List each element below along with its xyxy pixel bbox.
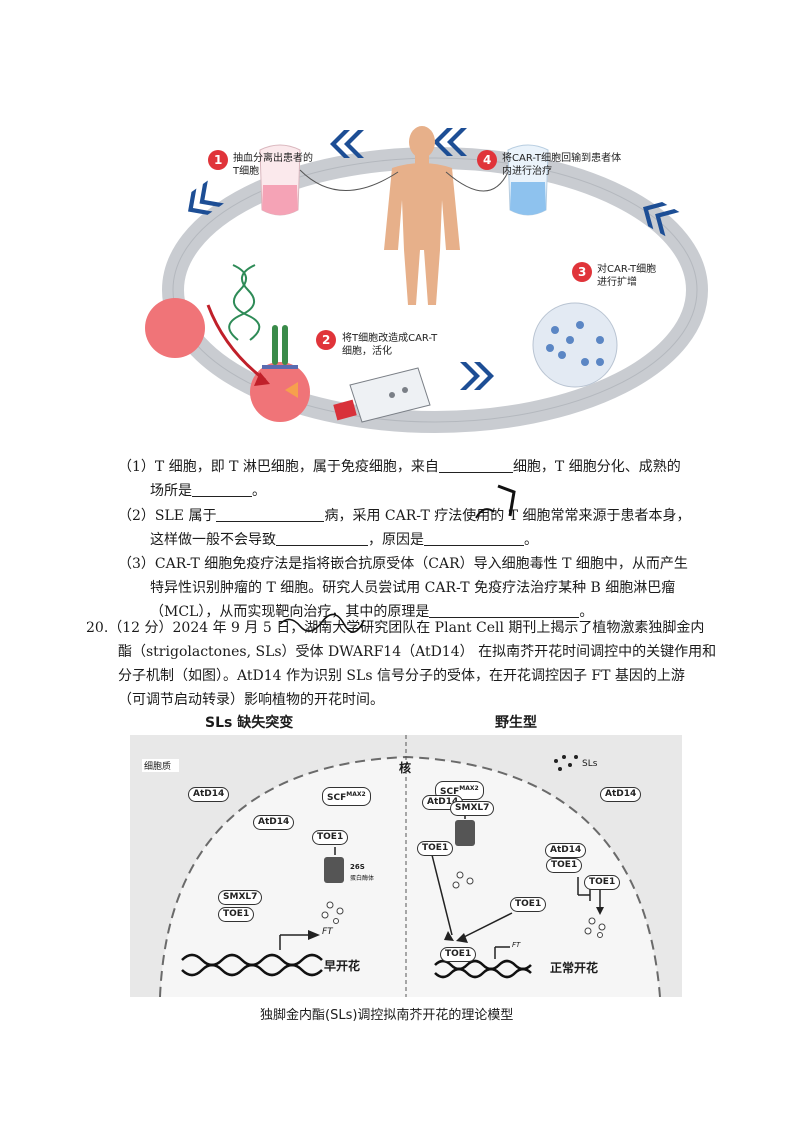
cart-workflow-figure: 1 2 3 4 抽血分离出患者的T细胞 将T细胞改造成CAR-T细胞，活化 对C… [130, 100, 730, 445]
sls-label: SLs [582, 759, 598, 769]
early-flowering-label: 早开花 [324, 959, 361, 973]
answer-blank-reason[interactable] [424, 531, 524, 546]
normal-flowering-label: 正常开花 [550, 961, 599, 975]
step-1-label: 抽血分离出患者的T细胞 [233, 153, 313, 177]
proteasome-sub-label: 蛋白酶体 [350, 875, 375, 882]
step-2-number: 2 [322, 333, 331, 347]
step-4-number: 4 [483, 153, 492, 167]
q19-part1-line1: （1）T 细胞，即 T 淋巴细胞，属于免疫细胞，来自细胞，T 细胞分化、成熟的 [118, 458, 681, 475]
expanded-cells [532, 302, 618, 388]
handwritten-scribble [279, 613, 365, 633]
toe1-protein: TOE1 [417, 841, 454, 856]
atd14-protein: AtD14 [600, 787, 642, 802]
q19-part3-line2: 特异性识别肿瘤的 T 细胞。研究人员尝试用 CAR-T 免疫疗法治疗某种 B 细… [150, 580, 676, 596]
step-3-number: 3 [578, 265, 587, 279]
q20-line4: （可调节启动转录）影响植物的开花时间。 [118, 692, 384, 708]
cart-workflow-diagram [145, 126, 708, 433]
q19-part3-line3: （MCL），从而实现靶向治疗，其中的原理是。 [150, 603, 594, 620]
fig2-caption: 独脚金内酯(SLs)调控拟南芥开花的理论模型 [260, 1008, 514, 1023]
smxl7-protein: SMXL7 [450, 801, 495, 816]
step-badges [208, 150, 592, 350]
patient-figure [384, 126, 460, 305]
q20-line3: 分子机制（如图）。AtD14 作为识别 SLs 信号分子的受体，在开花调控因子 … [118, 668, 685, 684]
toe1-protein: TOE1 [546, 858, 583, 873]
q19-part1-line2: 场所是。 [150, 482, 266, 499]
ft-gene-label: FT [322, 927, 333, 937]
cytoplasm-label: 细胞质 [142, 759, 180, 772]
arrow-chevrons [188, 128, 680, 390]
toe1-protein: TOE1 [584, 875, 621, 890]
ft-gene-label: FT [512, 941, 521, 949]
fig2-title-mutant: SLs 缺失突变 [205, 715, 294, 731]
culture-flask-icon [333, 367, 431, 423]
q20-line2: 酯（strigolactones, SLs）受体 DWARF14（AtD14） … [118, 644, 717, 660]
answer-blank-disease-type[interactable] [216, 507, 325, 522]
step-2-label: 将T细胞改造成CAR-T细胞，活化 [342, 333, 438, 357]
step-4-label: 将CAR-T细胞回输到患者体内进行治疗 [502, 153, 622, 177]
scf-max2-complex: SCFMAX2 [322, 787, 371, 806]
q20-line1: 20.（12 分）2024 年 9 月 5 日，湖南大学研究团队在 Plant … [86, 620, 705, 636]
atd14-protein: AtD14 [188, 787, 230, 802]
proteasome-label: 26S [350, 863, 365, 871]
toe1-protein: TOE1 [510, 897, 547, 912]
q19-part2-line2: 这样做一般不会导致，原因是。 [150, 531, 538, 548]
step-3-label: 对CAR-T细胞进行扩增 [597, 264, 657, 288]
answer-blank-origin[interactable] [438, 458, 513, 473]
handwritten-mark [475, 484, 516, 519]
proteasome-icon [324, 820, 475, 883]
sl-signaling-figure: 细胞质 核 SLs AtD14 AtD14 SCFMAX2 TOE1 26S 蛋… [130, 735, 682, 997]
dna-helix [181, 953, 532, 979]
answer-blank-consequence[interactable] [276, 531, 368, 546]
smxl7-protein: SMXL7 [218, 890, 263, 905]
step-1-number: 1 [214, 153, 223, 167]
tumor-cell-bound [250, 362, 310, 422]
q19-part2-line1: （2）SLE 属于病，采用 CAR-T 疗法使用的 T 细胞常常来源于患者本身， [118, 507, 691, 524]
fig2-title-wildtype: 野生型 [495, 715, 537, 731]
toe1-protein: TOE1 [218, 907, 255, 922]
q19-part3-line1: （3）CAR-T 细胞免疫疗法是指将嵌合抗原受体（CAR）导入细胞毒性 T 细胞… [118, 556, 688, 572]
nucleus-label: 核 [399, 761, 412, 775]
tumor-cell [145, 298, 205, 358]
answer-blank-principle[interactable] [429, 603, 580, 618]
dna-icon [228, 264, 261, 341]
atd14-protein: AtD14 [253, 815, 295, 830]
atd14-protein: AtD14 [545, 843, 587, 858]
toe1-bound: TOE1 [440, 947, 477, 962]
answer-blank-maturation-site[interactable] [192, 482, 252, 497]
toe1-protein: TOE1 [312, 830, 349, 845]
